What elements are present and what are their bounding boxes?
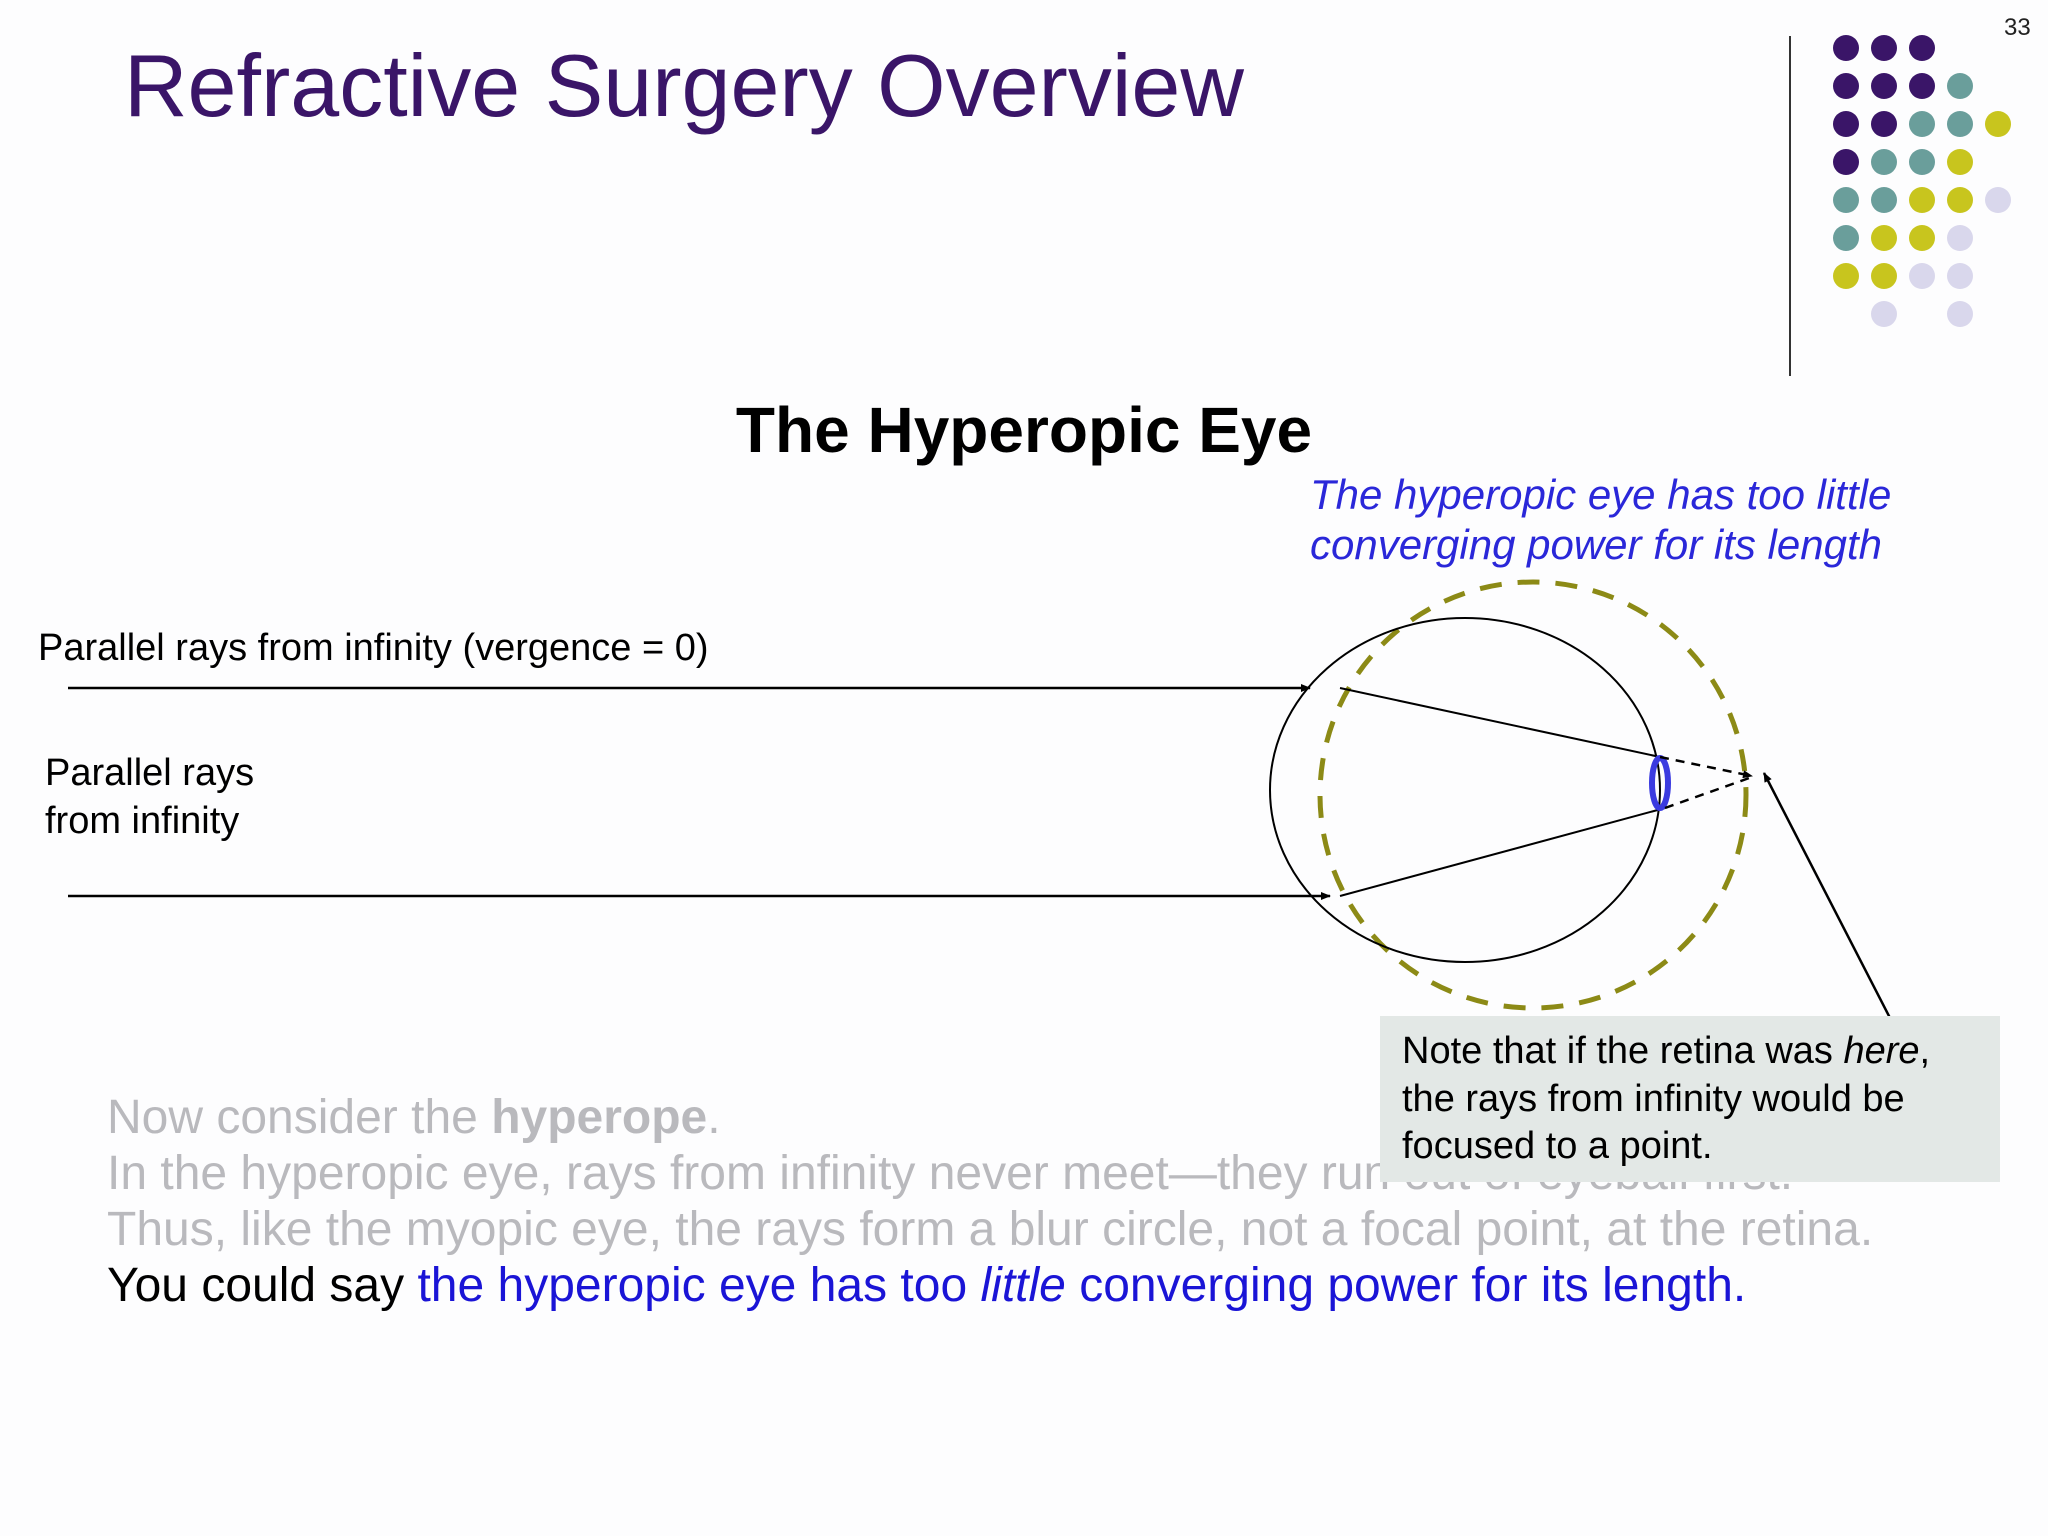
decorative-dot-grid	[1833, 35, 2011, 327]
parallel-rays-label: Parallel rays from infinity (vergence = …	[38, 627, 709, 669]
decorative-dot	[1871, 35, 1897, 61]
decorative-dot	[1833, 187, 1859, 213]
body-line-3: Thus, like the myopic eye, the rays form…	[107, 1203, 1874, 1257]
focal-retina-circle	[1317, 579, 1749, 1011]
retina-note-box: Note that if the retina was here, the ra…	[1380, 1016, 2000, 1182]
decorative-dot	[1985, 187, 2011, 213]
decorative-dot	[1833, 111, 1859, 137]
decorative-dot	[1871, 149, 1897, 175]
side-label-line-1: Parallel rays	[45, 752, 255, 794]
decorative-dot	[1833, 35, 1859, 61]
refracted-ray-bottom	[1339, 807, 1666, 897]
refracted-ray-top	[1339, 687, 1661, 758]
decorative-dot	[1833, 225, 1859, 251]
decorative-dot	[1985, 111, 2011, 137]
extended-ray-top	[1659, 755, 1753, 779]
body-line-4: You could say the hyperopic eye has too …	[107, 1259, 1747, 1313]
decorative-dot	[1871, 301, 1897, 327]
extended-ray-bottom	[1664, 775, 1753, 810]
hyperopic-callout: The hyperopic eye has too little converg…	[1310, 470, 1891, 571]
decorative-dot	[1909, 111, 1935, 137]
decorative-dot	[1909, 263, 1935, 289]
header-divider	[1789, 36, 1791, 376]
eyeball-outline	[1269, 617, 1661, 963]
decorative-dot	[1947, 73, 1973, 99]
decorative-dot	[1871, 225, 1897, 251]
decorative-dot	[1947, 301, 1973, 327]
decorative-dot	[1947, 187, 1973, 213]
note-pointer-arrow	[1762, 772, 1892, 1019]
decorative-dot	[1947, 111, 1973, 137]
parallel-rays-side-label: Parallel rays from infinity	[45, 750, 254, 845]
decorative-dot	[1909, 225, 1935, 251]
slide-title: Refractive Surgery Overview	[124, 36, 1244, 135]
decorative-dot	[1947, 225, 1973, 251]
decorative-dot	[1833, 73, 1859, 99]
decorative-dot	[1909, 149, 1935, 175]
decorative-dot	[1947, 263, 1973, 289]
body-line-1: Now consider the hyperope.	[107, 1091, 721, 1144]
decorative-dot	[1871, 73, 1897, 99]
decorative-dot	[1909, 187, 1935, 213]
decorative-dot	[1909, 73, 1935, 99]
decorative-dot	[1871, 187, 1897, 213]
note-line-2: the rays from infinity would be	[1402, 1077, 1905, 1120]
explanation-text: Now consider the hyperope. In the hypero…	[107, 1090, 1873, 1315]
callout-line-2: converging power for its length	[1310, 521, 1882, 569]
decorative-dot	[1871, 111, 1897, 137]
diagram-title: The Hyperopic Eye	[735, 394, 1313, 466]
callout-line-1: The hyperopic eye has too little	[1310, 471, 1892, 518]
decorative-dot	[1909, 35, 1935, 61]
note-line-3: focused to a point.	[1402, 1125, 1713, 1167]
decorative-dot	[1947, 149, 1973, 175]
decorative-dot	[1833, 149, 1859, 175]
side-label-line-2: from infinity	[45, 799, 240, 842]
decorative-dot	[1833, 263, 1859, 289]
note-line-1: Note that if the retina was here,	[1402, 1030, 1931, 1072]
decorative-dot	[1871, 263, 1897, 289]
slide-number: 33	[2004, 14, 2031, 41]
